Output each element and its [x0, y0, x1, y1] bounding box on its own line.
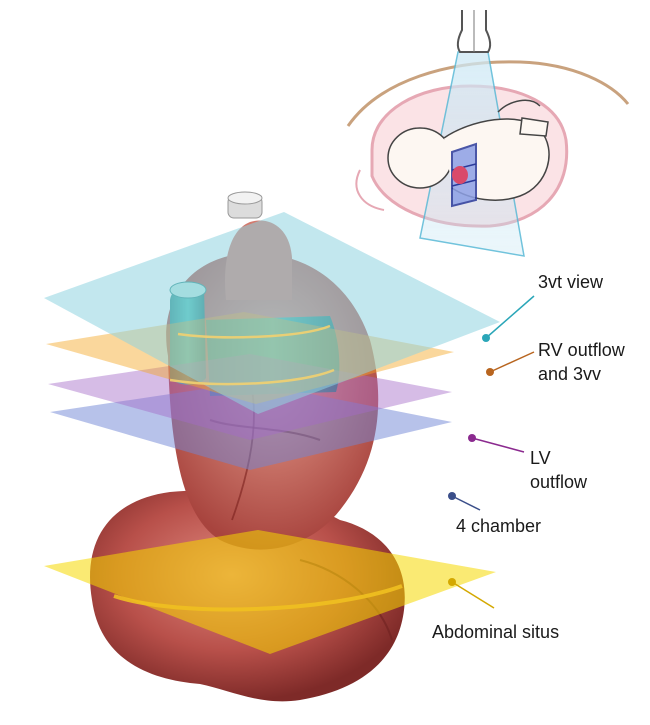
label-3vt-view: 3vt view [538, 272, 604, 292]
uterus-wall-left [355, 169, 385, 211]
transducer-icon [456, 10, 492, 53]
inset-ultrasound-scene [346, 10, 630, 257]
leader-rv-outflow [489, 351, 535, 373]
leader-4-chamber [451, 495, 481, 511]
plane-4-chamber [50, 382, 452, 470]
leader-3vt [485, 295, 535, 339]
label-4-chamber: 4 chamber [456, 516, 542, 536]
label-rv-outflow-line2: and 3vv [538, 364, 602, 384]
label-lv-outflow-line2: outflow [530, 472, 588, 492]
plane-abdominal-situs [44, 530, 496, 654]
leader-lv-outflow [471, 437, 525, 453]
label-lv-outflow-line1: LV [530, 448, 551, 468]
imaging-planes [44, 212, 500, 654]
plane-3vt-view [44, 212, 500, 414]
label-abdominal-situs: Abdominal situs [432, 622, 560, 642]
scan-plane-marker [451, 142, 477, 208]
leader-abdominal [451, 581, 495, 609]
leader-lines [448, 295, 535, 609]
abdominal-wall [346, 60, 630, 127]
label-rv-outflow-line1: RV outflow [538, 340, 625, 360]
